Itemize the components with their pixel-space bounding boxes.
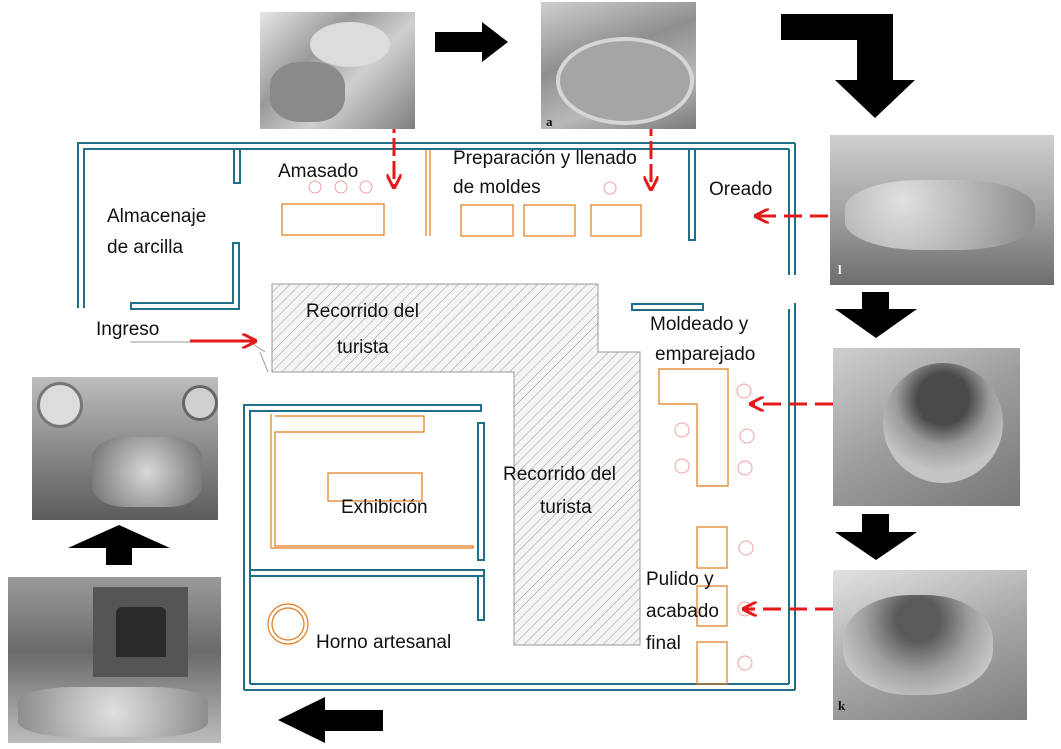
label-recorrido-top-1: Recorrido del [306,301,419,322]
black-arrow-right [435,22,508,62]
label-almacenaje-2: de arcilla [107,237,184,258]
label-recorrido-mid-1: Recorrido del [503,464,616,485]
label-preparacion-1: Preparación y llenado [453,148,637,169]
tourist-route-area [271,283,641,646]
photo-moldeado [833,348,1020,506]
photo-tag-l: l [838,262,842,277]
moldeado-table [658,368,729,487]
photo-tag-k: k [838,698,846,713]
photo-tag-a: a [546,114,553,129]
black-arrow-bend [781,14,915,118]
exhibition-display [270,414,474,549]
walls [77,142,796,691]
pulido-table-2 [696,585,728,627]
pulido-table-1 [696,526,728,569]
photo-oreado: l [830,135,1054,285]
horno-outer [267,603,309,645]
black-arrows [68,14,917,743]
label-horno: Horno artesanal [316,632,452,653]
prep-table-3 [590,204,642,237]
photo-amasado [260,12,415,129]
furniture [267,150,729,685]
black-arrow-down-2 [835,514,917,560]
prep-table-2 [523,204,576,237]
label-almacenaje-1: Almacenaje [107,206,207,227]
label-preparacion-2: de moldes [453,177,541,198]
label-pulido-2: acabado [646,601,719,622]
ingress-lines [130,341,269,373]
black-arrow-up [68,525,170,565]
label-ingreso: Ingreso [96,319,160,340]
black-arrow-down-1 [835,292,917,338]
label-amasado: Amasado [278,161,359,182]
pulido-table-3 [696,641,728,685]
horno-inner [271,607,305,641]
label-oreado: Oreado [709,179,773,200]
label-moldeado-1: Moldeado y [650,314,749,335]
label-moldeado-2: emparejado [655,344,756,365]
label-pulido-1: Pulido y [646,569,714,590]
label-pulido-3: final [646,633,681,654]
photo-preparacion: a [541,2,696,129]
prep-table-1 [460,204,514,237]
label-recorrido-top-2: turista [337,337,389,358]
black-arrow-left [278,697,383,743]
photo-exhibicion [32,377,218,520]
label-recorrido-mid-2: turista [540,497,592,518]
label-exhibicion: Exhibición [341,497,428,518]
amasado-table [281,203,385,236]
photo-pulido: k [833,570,1027,720]
photo-horno [8,577,221,743]
exhibition-center [327,472,423,502]
